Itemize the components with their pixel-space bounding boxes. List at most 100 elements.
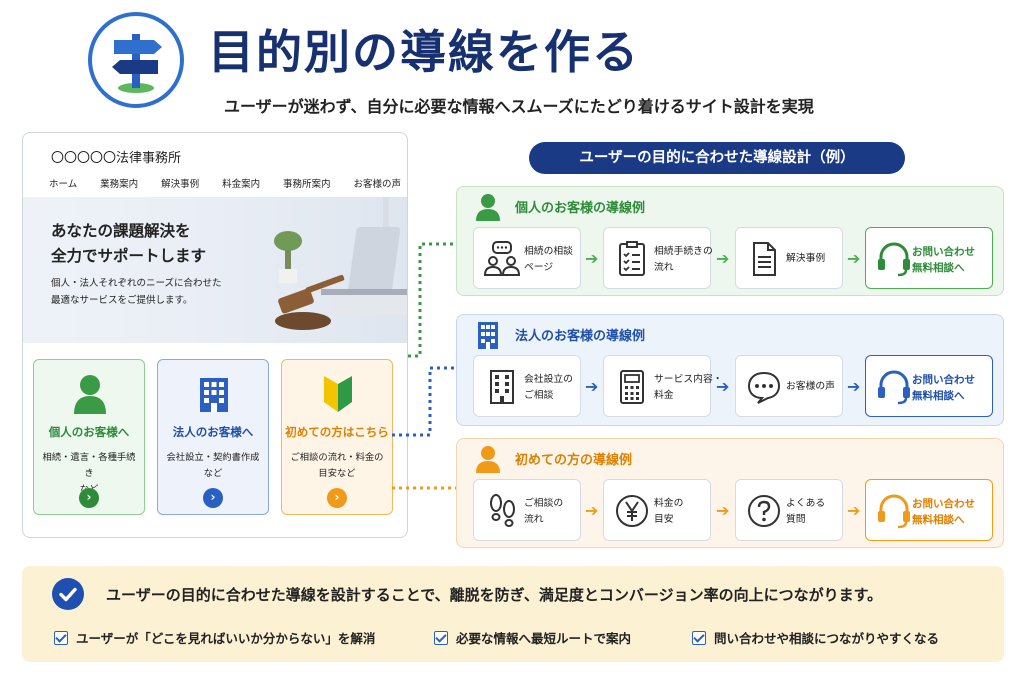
card-corporate[interactable]: 法人のお客様へ 会社設立・契約書作成 など › bbox=[157, 359, 269, 515]
building-icon bbox=[490, 370, 514, 404]
hero-text-line: 個人・法人それぞれのニーズに合わせた bbox=[51, 278, 222, 289]
nav-item-home[interactable]: ホーム bbox=[49, 179, 78, 190]
flow-step: お客様の声 bbox=[735, 355, 843, 417]
step-label-line: 無料相談へ bbox=[912, 262, 965, 274]
card-desc-line: 目安など bbox=[318, 468, 356, 479]
flow-arrow: ➔ bbox=[847, 377, 861, 396]
step-label: お問い合わせ 無料相談へ bbox=[912, 496, 975, 528]
card-title: 個人のお客様へ bbox=[48, 425, 130, 439]
card-beginner[interactable]: 初めての方はこちら ご相談の流れ・料金の 目安など › bbox=[281, 359, 393, 515]
checklist-icon bbox=[619, 241, 645, 276]
flow-arrow: ➔ bbox=[716, 377, 730, 396]
step-label: 会社設立の ご相談 bbox=[524, 372, 573, 404]
step-label-line: お問い合わせ bbox=[912, 374, 975, 386]
speech-bubble-icon bbox=[747, 371, 781, 404]
headset-icon bbox=[878, 242, 910, 277]
gavel-laptop-illustration bbox=[274, 197, 407, 330]
card-arrow-button[interactable]: › bbox=[203, 488, 223, 508]
step-label-line: サービス内容・ bbox=[654, 374, 723, 385]
step-label-line: 質問 bbox=[786, 514, 806, 525]
summary-box: ユーザーの目的に合わせた導線を設計することで、離脱を防ぎ、満足度とコンバージョン… bbox=[22, 566, 1004, 662]
person-icon bbox=[476, 446, 500, 473]
contact-button[interactable]: お問い合わせ 無料相談へ bbox=[865, 227, 993, 289]
step-label: ご相談の 流れ bbox=[524, 496, 563, 528]
card-desc: 会社設立・契約書作成 など bbox=[162, 450, 264, 482]
flow-arrow: ➔ bbox=[585, 377, 599, 396]
contact-button[interactable]: お問い合わせ 無料相談へ bbox=[865, 355, 993, 417]
summary-point-text: ユーザーが「どこを見ればいいか分からない」を解消 bbox=[76, 631, 376, 646]
flow-arrow: ➔ bbox=[716, 501, 730, 520]
website-mockup: 〇〇〇〇〇法律事務所 ホーム 業務案内 解決事例 料金案内 事務所案内 お客様の… bbox=[22, 132, 408, 538]
flow-arrow: ➔ bbox=[585, 501, 599, 520]
step-label-line: 流れ bbox=[654, 262, 674, 273]
signpost-icon bbox=[88, 12, 184, 108]
step-label-line: お問い合わせ bbox=[912, 498, 975, 510]
flow-arrow: ➔ bbox=[585, 249, 599, 268]
hero-heading-line: あなたの課題解決を bbox=[51, 222, 191, 240]
step-label-line: 無料相談へ bbox=[912, 514, 965, 526]
step-label: 料金の 目安 bbox=[654, 496, 683, 528]
flow-step: 解決事例 bbox=[735, 227, 843, 289]
page-title: 目的別の導線を作る bbox=[208, 25, 640, 79]
step-label-line: 会社設立の bbox=[524, 374, 573, 385]
headset-icon bbox=[878, 494, 910, 529]
summary-point-text: 問い合わせや相談につながりやすくなる bbox=[714, 631, 940, 646]
contact-button[interactable]: お問い合わせ 無料相談へ bbox=[865, 479, 993, 541]
person-icon bbox=[74, 375, 106, 414]
building-icon bbox=[478, 322, 498, 349]
panel-heading: 初めての方の導線例 bbox=[515, 453, 633, 468]
card-title: 法人のお客様へ bbox=[172, 425, 254, 439]
hero-text-line: 最適なサービスをご提供します。 bbox=[51, 295, 193, 306]
nav-item-office[interactable]: 事務所案内 bbox=[283, 179, 331, 190]
card-individual[interactable]: 個人のお客様へ 相続・遺言・各種手続き など › bbox=[33, 359, 145, 515]
site-nav: ホーム 業務案内 解決事例 料金案内 事務所案内 お客様の声 bbox=[49, 176, 401, 190]
hero-heading: あなたの課題解決を 全力でサポートします bbox=[51, 219, 206, 269]
card-arrow-button[interactable]: › bbox=[327, 488, 347, 508]
flow-panel-beginner: 初めての方の導線例 ご相談の 流れ ➔ 料金の 目安 ➔ よくある bbox=[456, 438, 1004, 548]
nav-item-voices[interactable]: お客様の声 bbox=[353, 179, 401, 190]
flow-arrow: ➔ bbox=[847, 501, 861, 520]
nav-item-services[interactable]: 業務案内 bbox=[100, 179, 139, 190]
nav-item-cases[interactable]: 解決事例 bbox=[161, 179, 200, 190]
summary-point-text: 必要な情報へ最短ルートで案内 bbox=[456, 631, 632, 646]
flow-panel-individual: 個人のお客様の導線例 相続の相談 ページ ➔ 相続手続きの 流れ ➔ bbox=[456, 186, 1004, 296]
step-label: お客様の声 bbox=[786, 379, 835, 395]
flow-step: ご相談の 流れ bbox=[473, 479, 581, 541]
card-desc-line: ご相談の流れ・料金の bbox=[290, 452, 384, 463]
check-circle-icon bbox=[52, 578, 84, 610]
people-chat-icon bbox=[484, 241, 520, 276]
flow-step: 相続手続きの 流れ bbox=[603, 227, 713, 289]
flow-arrow: ➔ bbox=[716, 249, 730, 268]
step-label: 解決事例 bbox=[786, 251, 825, 267]
beginner-mark-icon bbox=[324, 376, 352, 412]
question-icon bbox=[748, 495, 780, 527]
step-label: 相続手続きの 流れ bbox=[654, 244, 713, 276]
step-label-line: 流れ bbox=[524, 514, 544, 525]
step-label-line: お客様の声 bbox=[786, 381, 835, 392]
flow-arrow: ➔ bbox=[847, 249, 861, 268]
card-desc-line: など bbox=[203, 468, 223, 479]
building-icon bbox=[200, 378, 228, 412]
summary-point: ユーザーが「どこを見ればいいか分からない」を解消 bbox=[54, 628, 375, 647]
flow-step: サービス内容・ 料金 bbox=[603, 355, 723, 417]
headset-icon bbox=[878, 370, 910, 405]
hero-text: 個人・法人それぞれのニーズに合わせた 最適なサービスをご提供します。 bbox=[51, 275, 222, 309]
flow-step: よくある 質問 bbox=[735, 479, 843, 541]
step-label: お問い合わせ 無料相談へ bbox=[912, 244, 975, 276]
flow-title: ユーザーの目的に合わせた導線設計（例） bbox=[529, 142, 905, 174]
flow-step: 相続の相談 ページ bbox=[473, 227, 581, 289]
card-arrow-button[interactable]: › bbox=[79, 488, 99, 508]
checkbox-icon bbox=[692, 631, 706, 645]
step-label-line: ご相談の bbox=[524, 498, 564, 509]
calculator-icon bbox=[620, 370, 644, 404]
hero-heading-line: 全力でサポートします bbox=[51, 247, 207, 265]
site-hero: あなたの課題解決を 全力でサポートします 個人・法人それぞれのニーズに合わせた … bbox=[23, 197, 407, 343]
step-label-line: 解決事例 bbox=[786, 253, 826, 264]
card-desc-line: 会社設立・契約書作成 bbox=[166, 452, 260, 463]
card-desc-line: 相続・遺言・各種手続き bbox=[42, 452, 136, 479]
nav-item-fees[interactable]: 料金案内 bbox=[222, 179, 261, 190]
flow-step: 料金の 目安 bbox=[603, 479, 711, 541]
person-icon bbox=[476, 194, 500, 221]
step-label-line: 相続手続きの bbox=[654, 246, 713, 257]
step-label-line: 料金の bbox=[654, 498, 684, 509]
